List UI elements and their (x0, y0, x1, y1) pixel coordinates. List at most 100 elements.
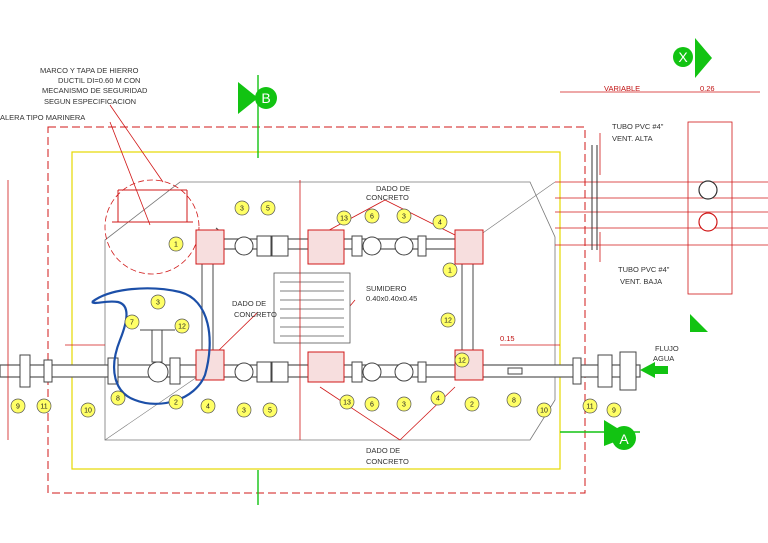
note-flujo-2: AGUA (653, 354, 674, 363)
item-balloon (364, 396, 380, 412)
item-balloon-label: 6 (370, 214, 374, 221)
item-balloon (262, 402, 278, 418)
note-dado-top: DADO DE (376, 184, 410, 193)
item-balloon (582, 398, 598, 414)
note-dado-left-2: CONCRETO (234, 310, 277, 319)
item-balloon-label: 5 (268, 408, 272, 415)
item-balloon (396, 208, 412, 224)
item-balloon-label: 3 (402, 214, 406, 221)
note-tubo-alta-2: VENT. ALTA (612, 134, 653, 143)
svg-text:MECANISMO DE SEGURIDAD: MECANISMO DE SEGURIDAD (42, 86, 148, 95)
svg-text:X: X (678, 49, 688, 65)
item-balloon-label: 3 (156, 300, 160, 307)
sump-grate (273, 272, 351, 344)
item-balloon-label: 13 (343, 400, 351, 407)
concrete-block (195, 229, 225, 265)
note-escalera: ALERA TIPO MARINERA (0, 113, 85, 122)
item-balloon (10, 398, 26, 414)
item-balloon (440, 312, 456, 328)
item-balloon-label: 8 (116, 396, 120, 403)
item-balloon (442, 262, 458, 278)
item-balloon-label: 2 (470, 402, 474, 409)
item-balloon (36, 398, 52, 414)
note-sumidero-2: 0.40x0.40x0.45 (366, 294, 417, 303)
item-balloon-label: 9 (16, 404, 20, 411)
item-balloon-label: 4 (206, 404, 210, 411)
note-sumidero: SUMIDERO (366, 284, 407, 293)
item-balloon-label: 4 (438, 220, 442, 227)
section-marker-a: A (604, 420, 636, 450)
concrete-block (307, 351, 345, 383)
note-tubo-alta: TUBO PVC #4" (612, 122, 664, 131)
note-dado-left: DADO DE (232, 299, 266, 308)
item-balloon-label: 11 (40, 404, 47, 411)
section-marker-b: B (238, 82, 277, 114)
item-balloon-label: 11 (586, 404, 593, 411)
concrete-block (454, 229, 484, 265)
item-balloon-label: 3 (240, 206, 244, 213)
dim-026: 0.26 (700, 84, 715, 93)
item-balloon (454, 352, 470, 368)
item-balloon (236, 402, 252, 418)
svg-text:DUCTIL DI=0.60 M CON: DUCTIL DI=0.60 M CON (58, 76, 140, 85)
item-balloon (396, 396, 412, 412)
vent-section (687, 121, 733, 295)
item-balloon (506, 392, 522, 408)
item-balloon (110, 390, 126, 406)
item-balloon-label: 12 (178, 324, 186, 331)
item-balloon-label: 13 (340, 216, 348, 223)
item-balloon-label: 1 (174, 242, 178, 249)
item-balloon (430, 390, 446, 406)
section-marker-x: X (673, 38, 712, 332)
note-tubo-baja-2: VENT. BAJA (620, 277, 662, 286)
svg-text:A: A (619, 431, 629, 447)
chamber-floor (104, 181, 556, 441)
svg-text:SEGUN ESPECIFICACION: SEGUN ESPECIFICACION (44, 97, 136, 106)
chamber-outline (71, 151, 561, 470)
item-balloon (124, 314, 140, 330)
note-flujo: FLUJO (655, 344, 679, 353)
site-boundary (47, 126, 586, 494)
item-balloon-label: 3 (242, 408, 246, 415)
item-balloon (150, 294, 166, 310)
item-balloon (200, 398, 216, 414)
note-tubo-baja: TUBO PVC #4" (618, 265, 670, 274)
flow-arrow (640, 362, 668, 378)
item-balloon (536, 402, 552, 418)
item-balloon (464, 396, 480, 412)
markup-circle (91, 287, 211, 405)
item-balloon-label: 12 (458, 358, 466, 365)
concrete-block (195, 349, 225, 381)
item-balloon-label: 1 (448, 268, 452, 275)
item-balloon-label: 3 (402, 402, 406, 409)
item-balloon (168, 236, 184, 252)
item-balloon (336, 210, 352, 226)
note-dado-bottom-2: CONCRETO (366, 457, 409, 466)
item-balloon-label: 8 (512, 398, 516, 405)
note-dado-top-2: CONCRETO (366, 193, 409, 202)
item-balloon (339, 394, 355, 410)
concrete-block (307, 229, 345, 265)
dim-015: 0.15 (500, 334, 515, 343)
dim-variable: VARIABLE (604, 84, 640, 93)
item-balloon-label: 6 (370, 402, 374, 409)
item-balloon (606, 402, 622, 418)
item-balloon-label: 9 (612, 408, 616, 415)
item-balloon-label: 10 (540, 408, 548, 415)
svg-text:B: B (261, 90, 270, 106)
note-dado-bottom: DADO DE (366, 446, 400, 455)
item-balloon-label: 12 (444, 318, 452, 325)
item-balloon (260, 200, 276, 216)
note-marco-tapa: MARCO Y TAPA DE HIERRO DUCTIL DI=0.60 M … (40, 66, 148, 106)
item-balloon (168, 394, 184, 410)
item-balloon (80, 402, 96, 418)
item-balloon-label: 2 (174, 400, 178, 407)
item-balloon-label: 7 (130, 320, 134, 327)
item-balloon (432, 214, 448, 230)
item-balloon (234, 200, 250, 216)
item-balloon (174, 318, 190, 334)
item-balloon-label: 4 (436, 396, 440, 403)
item-balloon-label: 10 (84, 408, 92, 415)
